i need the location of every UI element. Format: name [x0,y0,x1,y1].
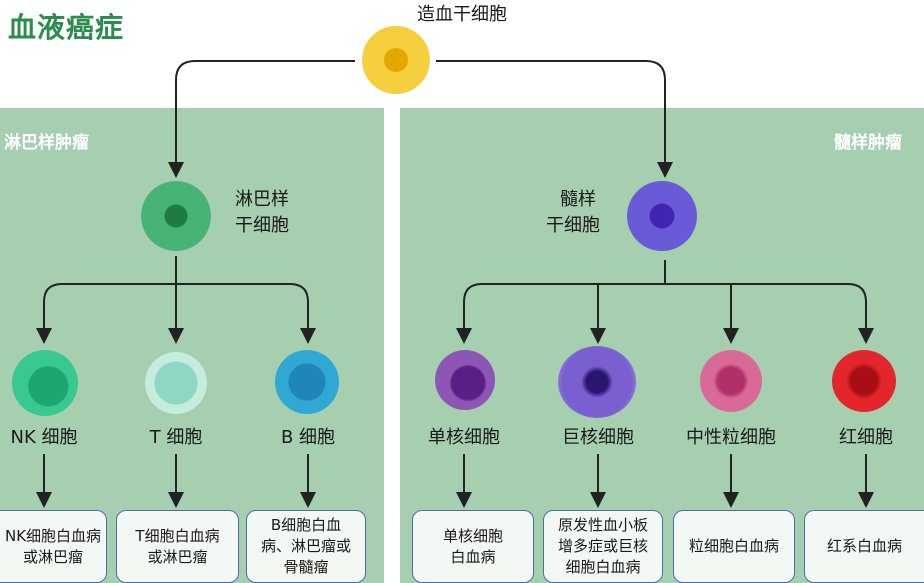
lymphoid-panel-title: 淋巴样肿瘤 [4,133,89,153]
stem-cell-label: 造血干细胞 [417,4,507,25]
to-erythrocyte-arrow [847,283,874,344]
to-nk-arrow [36,283,63,344]
t-cell-label: T 细胞 [149,427,203,448]
to-monocyte-arrow [456,283,483,344]
neutrophil-label: 中性粒细胞 [686,427,776,448]
stem-to-lymphoid-arrow [168,60,355,178]
neutrophil-disease-box: 粒细胞白血病 [673,510,795,583]
myeloid-stem-cell [627,181,697,251]
nk-cell-label: NK 细胞 [10,427,78,448]
megakaryocyte-cell [558,346,636,418]
megakaryocyte-label: 巨核细胞 [562,427,634,448]
monocyte-disease-box: 单核细胞 白血病 [412,510,534,583]
b-cell [275,350,339,414]
lymphoid-stem-label-2: 干细胞 [235,215,289,236]
nk-disease-box: NK细胞白血病 或淋巴瘤 [0,510,107,583]
b-disease-box: B细胞白血 病、淋巴瘤或 骨髓瘤 [246,510,366,583]
erythrocyte-label: 红细胞 [839,427,893,448]
myeloid-stem-label-1: 髓样 [560,189,596,210]
b-cell-label: B 细胞 [280,427,336,448]
lymphoid-stem-label-1: 淋巴样 [235,189,289,210]
monocyte-label: 单核细胞 [428,427,500,448]
t-cell [145,352,207,414]
lymphoid-stem-cell [141,181,211,251]
erythrocyte-cell [832,350,896,412]
megakaryocyte-disease-box: 原发性血小板 增多症或巨核 细胞白血病 [543,510,663,583]
myeloid-stem-label-2: 干细胞 [546,215,600,236]
stem-cell [362,26,430,94]
neutrophil-cell [700,350,762,412]
stem-to-myeloid-arrow [436,60,673,178]
nk-cell [12,350,78,416]
monocyte-cell [435,350,495,410]
erythrocyte-disease-box: 红系白血病 [804,510,924,583]
page-title: 血液癌症 [8,11,125,44]
myeloid-panel-title: 髓样肿瘤 [834,133,902,153]
to-b-arrow [289,283,316,344]
t-disease-box: T细胞白血病 或淋巴瘤 [116,510,239,583]
